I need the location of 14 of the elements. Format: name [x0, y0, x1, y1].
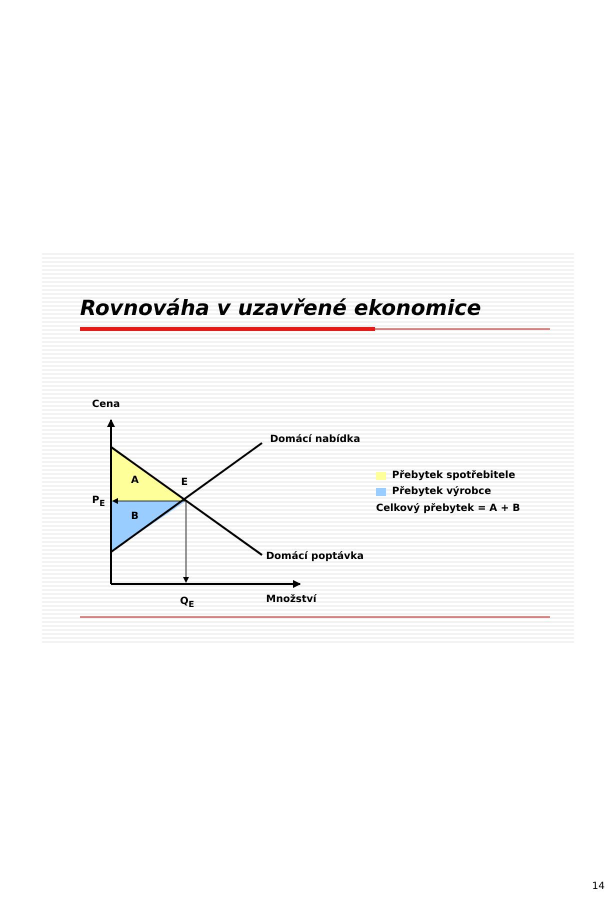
area-label: A	[131, 475, 139, 487]
legend-label: Přebytek spotřebitele	[392, 470, 516, 482]
legend-note: Celkový přebytek = A + B	[376, 503, 520, 515]
curve-label: Domácí nabídka	[270, 434, 360, 446]
axis-value: Q$_{E}$	[180, 596, 194, 610]
page-number: 14	[592, 881, 605, 893]
axis-label: Cena	[92, 399, 120, 411]
slide-title: Rovnováha v uzavřené ekonomice	[80, 296, 482, 320]
area-label: B	[131, 511, 139, 523]
axis-label: Množství	[266, 594, 316, 606]
point-label: E	[181, 477, 188, 489]
curve-label: Domácí poptávka	[266, 551, 364, 563]
legend-label: Přebytek výrobce	[392, 486, 492, 498]
axis-value: P$_{E}$	[92, 495, 106, 509]
